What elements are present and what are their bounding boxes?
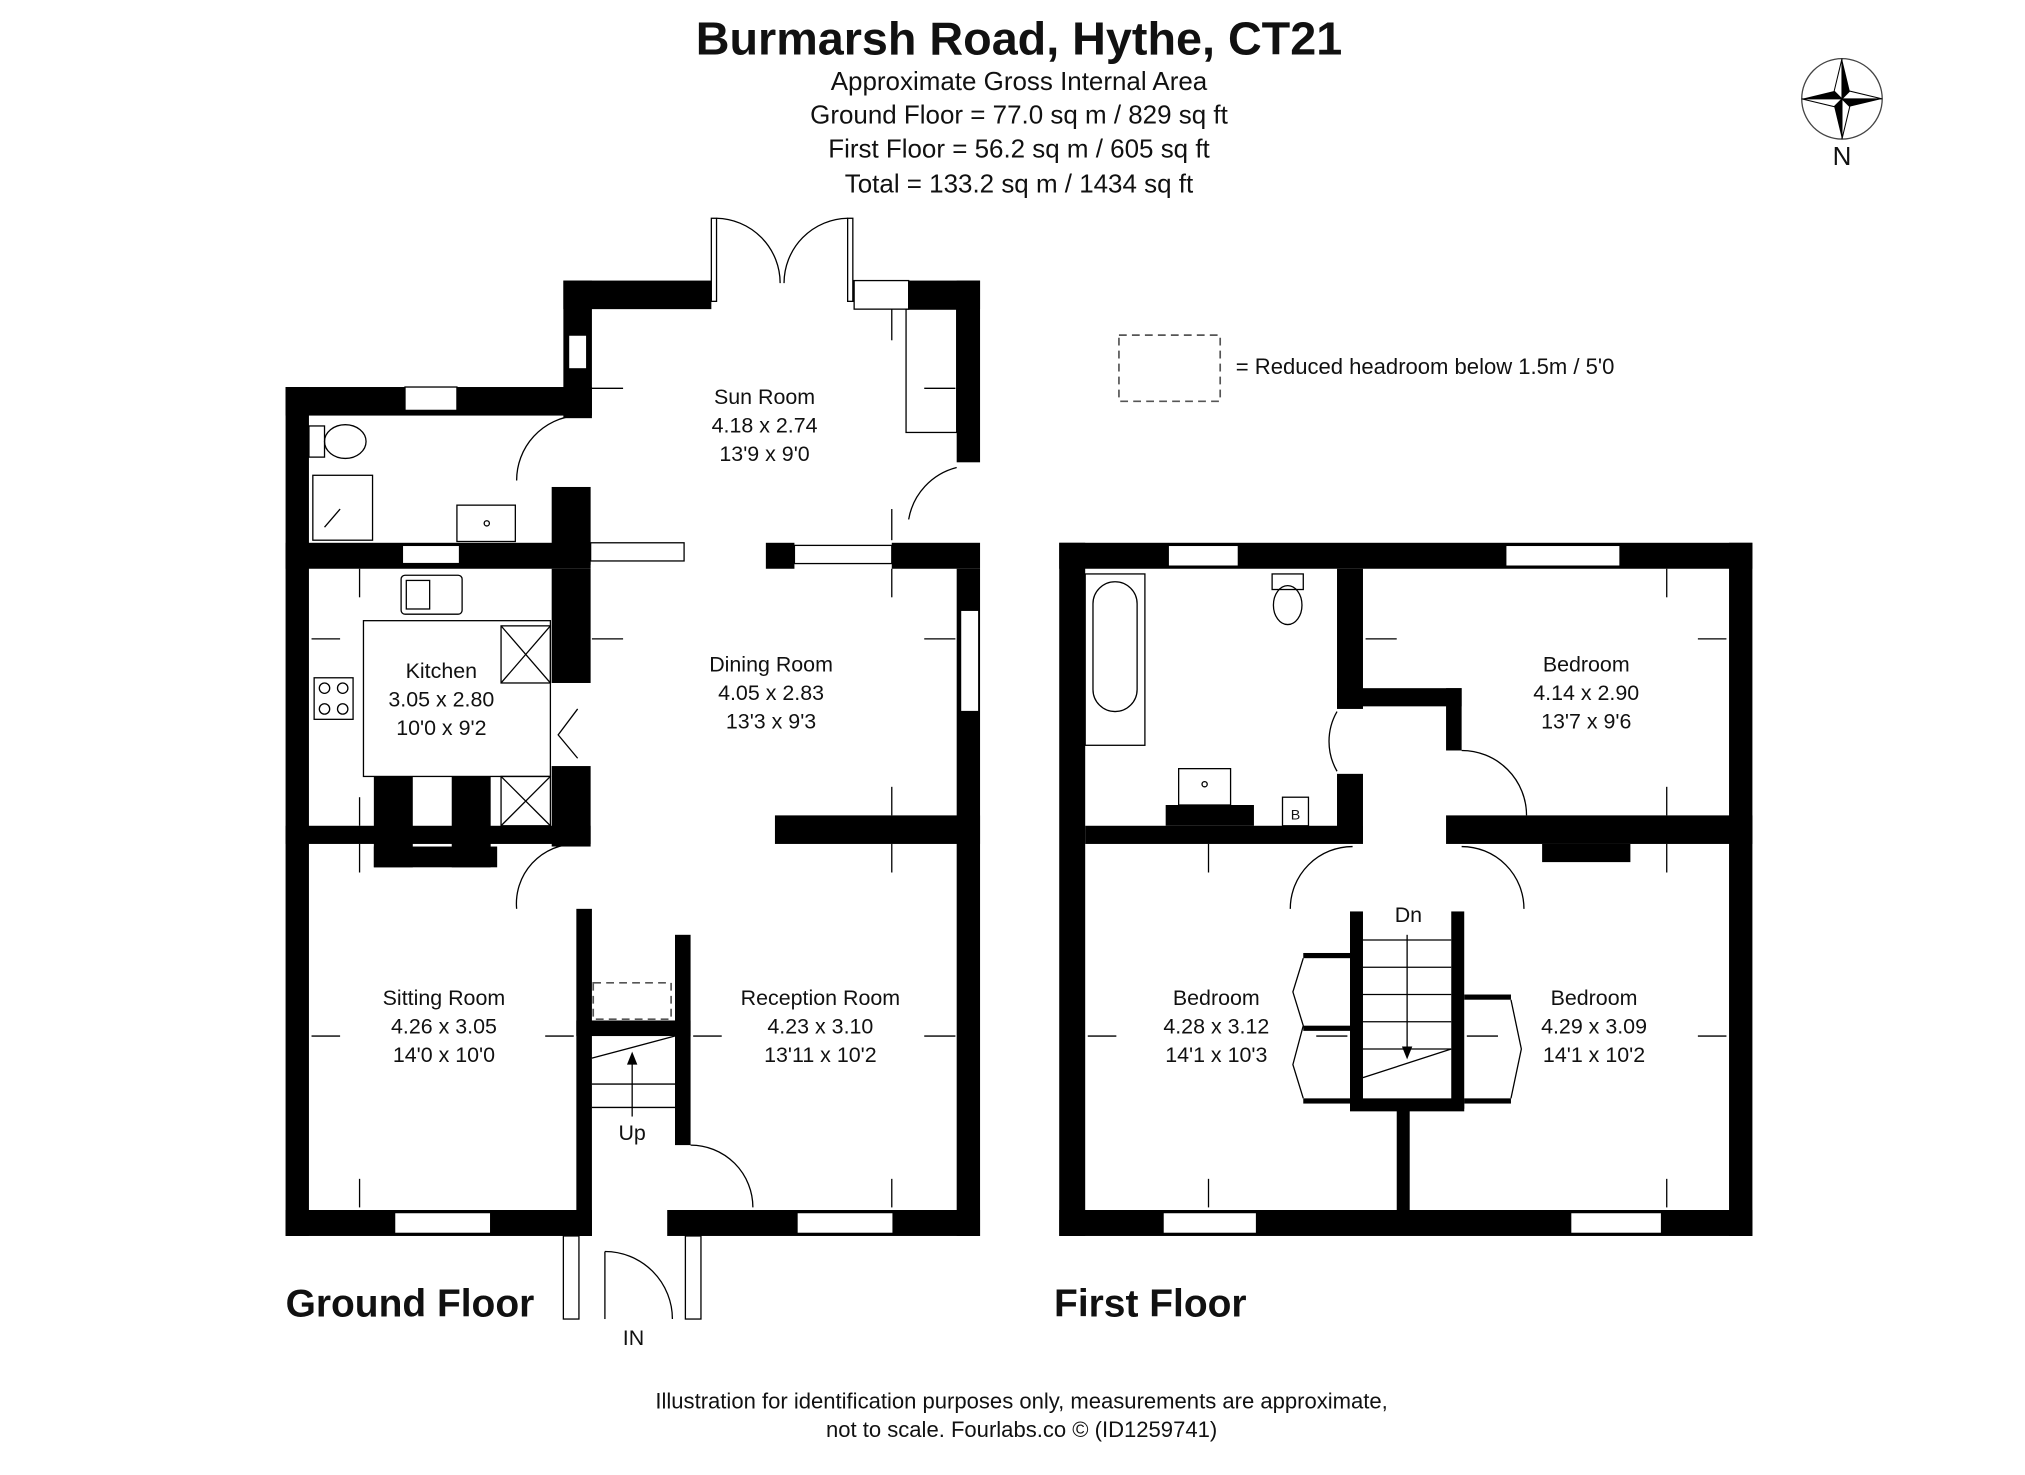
room-size-metric: 3.05 x 2.80 <box>388 687 494 711</box>
first-floor-label: First Floor <box>1054 1282 1247 1325</box>
ground-floor-label: Ground Floor <box>286 1282 535 1325</box>
disclaimer-line-2: not to scale. Fourlabs.co © (ID1259741) <box>826 1417 1217 1442</box>
room-size-metric: 4.23 x 3.10 <box>767 1014 873 1038</box>
bifold-door <box>557 708 579 759</box>
entrance-label: IN <box>623 1326 644 1350</box>
room-name: Reception Room <box>741 986 900 1010</box>
room-sitting-room: Sitting Room 4.26 x 3.05 14'0 x 10'0 <box>383 986 506 1067</box>
room-size-imperial: 10'0 x 9'2 <box>396 716 486 740</box>
wash-basin-icon <box>1178 768 1232 806</box>
room-size-imperial: 13'11 x 10'2 <box>764 1043 877 1067</box>
staircase-up <box>591 1035 676 1117</box>
side-door-swing <box>908 466 957 520</box>
room-name: Sun Room <box>714 385 815 409</box>
stairs-up-label: Up <box>618 1121 645 1145</box>
legend-text: = Reduced headroom below 1.5m / 5'0 <box>1236 354 1615 379</box>
reduced-headroom-symbol <box>1118 334 1222 403</box>
total-area: Total = 133.2 sq m / 1434 sq ft <box>845 168 1194 198</box>
room-size-metric: 4.14 x 2.90 <box>1533 681 1639 705</box>
dimension-arrows <box>1087 568 1727 1208</box>
room-sun-room: Sun Room 4.18 x 2.74 13'9 x 9'0 <box>712 385 818 466</box>
bedroom1-door-swing <box>1461 749 1528 816</box>
compass-rose-icon <box>1801 57 1883 140</box>
hall-door-swing <box>515 843 577 909</box>
shower-tray-icon <box>312 474 374 541</box>
room-size-metric: 4.28 x 3.12 <box>1163 1014 1269 1038</box>
room-name: Bedroom <box>1173 986 1260 1010</box>
room-size-metric: 4.18 x 2.74 <box>712 413 818 437</box>
staircase-down <box>1362 934 1452 1079</box>
bathroom-door-swing <box>1328 711 1338 772</box>
header: Burmarsh Road, Hythe, CT21 Approximate G… <box>696 13 1342 199</box>
first-floor-area: First Floor = 56.2 sq m / 605 sq ft <box>828 133 1210 163</box>
wash-basin-icon <box>456 504 516 543</box>
room-size-metric: 4.26 x 3.05 <box>391 1014 497 1038</box>
room-size-imperial: 13'3 x 9'3 <box>726 709 816 733</box>
room-name: Bedroom <box>1551 986 1638 1010</box>
footer: Illustration for identification purposes… <box>655 1389 1387 1443</box>
room-bedroom-3: Bedroom 4.29 x 3.09 14'1 x 10'2 <box>1541 986 1647 1067</box>
kitchen-sink-icon <box>400 574 463 615</box>
entrance-porch <box>562 1235 702 1320</box>
disclaimer-line-1: Illustration for identification purposes… <box>655 1389 1387 1414</box>
room-name: Bedroom <box>1543 652 1630 676</box>
page-title: Burmarsh Road, Hythe, CT21 <box>696 13 1342 65</box>
room-size-imperial: 13'9 x 9'0 <box>719 442 809 466</box>
bathtub-icon <box>1084 573 1146 746</box>
room-size-imperial: 14'1 x 10'3 <box>1165 1043 1267 1067</box>
room-bedroom-1: Bedroom 4.14 x 2.90 13'7 x 9'6 <box>1533 652 1639 733</box>
legend: = Reduced headroom below 1.5m / 5'0 <box>1118 334 1615 403</box>
reception-door-swing <box>690 1144 754 1208</box>
room-name: Kitchen <box>406 659 477 683</box>
dimension-arrows <box>311 309 956 1208</box>
stairs-down-label: Dn <box>1395 903 1422 927</box>
understairs-reduced-headroom <box>592 981 672 1021</box>
hob-icon <box>313 677 354 720</box>
bedroom3-door-swing <box>1461 845 1525 909</box>
room-name: Sitting Room <box>383 986 506 1010</box>
wardrobe-bifold-doors <box>1292 952 1523 1104</box>
boiler-label: B <box>1291 807 1301 823</box>
room-size-imperial: 14'0 x 10'0 <box>393 1043 495 1067</box>
compass-north-label: N <box>1833 141 1852 171</box>
kitchen-units <box>362 620 552 827</box>
room-dining-room: Dining Room 4.05 x 2.83 13'3 x 9'3 <box>709 652 833 733</box>
room-kitchen: Kitchen 3.05 x 2.80 10'0 x 9'2 <box>388 659 494 740</box>
ground-floor-plan: Up IN Sun Room 4.18 x 2.74 13'9 x 9'0 Ki… <box>285 217 981 1350</box>
room-size-imperial: 14'1 x 10'2 <box>1543 1043 1645 1067</box>
room-size-metric: 4.05 x 2.83 <box>718 681 824 705</box>
room-bedroom-2: Bedroom 4.28 x 3.12 14'1 x 10'3 <box>1163 986 1269 1067</box>
wc-door-swing <box>515 414 577 481</box>
room-reception-room: Reception Room 4.23 x 3.10 13'11 x 10'2 <box>741 986 900 1067</box>
room-name: Dining Room <box>709 652 833 676</box>
toilet-icon <box>308 424 367 460</box>
french-doors <box>710 217 854 302</box>
toilet-icon <box>1271 573 1304 626</box>
first-floor-plan: B Dn <box>1054 542 1753 1325</box>
room-size-metric: 4.29 x 3.09 <box>1541 1014 1647 1038</box>
area-heading: Approximate Gross Internal Area <box>831 66 1208 96</box>
ground-floor-area: Ground Floor = 77.0 sq m / 829 sq ft <box>810 100 1228 130</box>
boiler-cupboard: B <box>1281 796 1310 827</box>
room-size-imperial: 13'7 x 9'6 <box>1541 709 1631 733</box>
bedroom2-door-swing <box>1289 845 1353 909</box>
